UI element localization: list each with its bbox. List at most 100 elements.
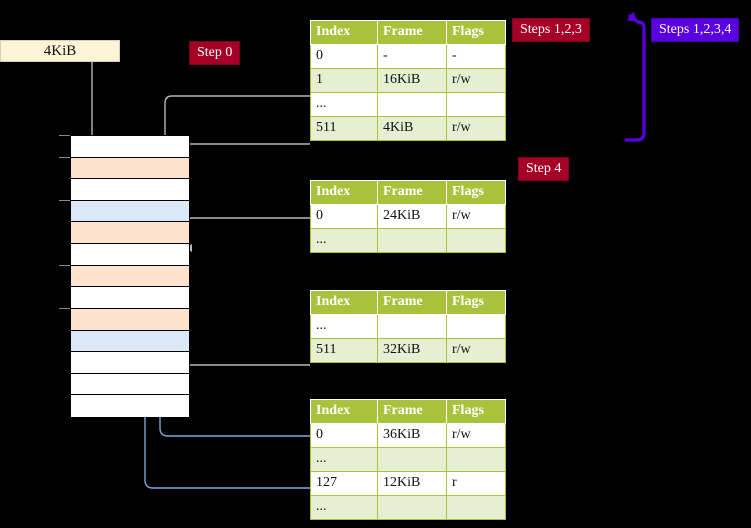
physical-memory-column xyxy=(70,135,190,417)
table-cell xyxy=(446,92,506,117)
column-header-flags: Flags xyxy=(446,180,506,205)
memory-row-tick xyxy=(59,307,70,309)
table-cell: 511 xyxy=(310,338,378,363)
table-cell: 511 xyxy=(310,116,378,141)
memory-frame-row xyxy=(71,395,189,417)
memory-frame-row xyxy=(71,244,189,266)
arrow-steps-bracket xyxy=(624,11,646,142)
memory-frame-row xyxy=(71,373,189,396)
badge-steps-1-2-3: Steps 1,2,3 xyxy=(512,18,590,42)
column-header-flags: Flags xyxy=(446,399,506,424)
table-row: ... xyxy=(310,447,506,472)
table-cell xyxy=(446,228,506,253)
table-cell: 1 xyxy=(310,68,378,93)
table-cell: ... xyxy=(310,495,378,520)
column-header-index: Index xyxy=(310,180,378,205)
memory-row-tick xyxy=(59,156,70,158)
column-header-frame: Frame xyxy=(377,399,447,424)
memory-row-tick xyxy=(59,135,70,136)
column-header-index: Index xyxy=(310,20,378,45)
table-cell: r/w xyxy=(446,68,506,93)
table-cell: r/w xyxy=(446,338,506,363)
table-cell: 127 xyxy=(310,471,378,496)
table-cell: r xyxy=(446,471,506,496)
table-row: ... xyxy=(310,495,506,520)
memory-frame-row xyxy=(71,287,189,309)
table-row: ... xyxy=(310,314,506,339)
table-cell xyxy=(377,447,447,472)
table-cell xyxy=(377,495,447,520)
memory-frame-row xyxy=(71,352,189,374)
memory-frame-row xyxy=(71,308,189,331)
page-size-label: 4KiB xyxy=(43,43,77,59)
line-pt1-4kib-to-memory xyxy=(178,143,310,152)
memory-frame-row xyxy=(71,330,189,353)
table-cell xyxy=(446,314,506,339)
table-cell xyxy=(377,92,447,117)
column-header-flags: Flags xyxy=(446,290,506,315)
badge-steps-1-2-3-4: Steps 1,2,3,4 xyxy=(651,18,740,42)
column-header-index: Index xyxy=(310,290,378,315)
table-cell xyxy=(377,314,447,339)
memory-frame-row xyxy=(71,222,189,245)
column-header-frame: Frame xyxy=(377,20,447,45)
table-cell: - xyxy=(446,44,506,69)
memory-row-tick xyxy=(59,199,70,201)
column-header-frame: Frame xyxy=(377,180,447,205)
table-cell: 24KiB xyxy=(377,204,447,229)
table-cell: 12KiB xyxy=(377,471,447,496)
table-cell: 16KiB xyxy=(377,68,447,93)
memory-row-tick xyxy=(59,264,70,266)
arrow-pt3-32kib-to-memory xyxy=(172,312,310,366)
table-row: 0-- xyxy=(310,44,506,69)
table-cell: ... xyxy=(310,314,378,339)
arrow-pt2-24kib-to-memory xyxy=(184,217,310,252)
table-cell: 32KiB xyxy=(377,338,447,363)
table-cell xyxy=(446,447,506,472)
badge-step-0: Step 0 xyxy=(189,41,241,65)
page-size-box: 4KiB xyxy=(0,40,120,62)
table-cell xyxy=(377,228,447,253)
table-cell: r/w xyxy=(446,116,506,141)
memory-frame-row xyxy=(71,200,189,223)
memory-frame-row xyxy=(71,179,189,201)
memory-frame-row xyxy=(71,265,189,288)
column-header-frame: Frame xyxy=(377,290,447,315)
arrow-pt1-16kib-to-memory xyxy=(164,95,310,150)
table-row: ... xyxy=(310,228,506,253)
table-cell: r/w xyxy=(446,423,506,448)
memory-frame-row xyxy=(71,136,189,158)
table-cell: ... xyxy=(310,92,378,117)
column-header-flags: Flags xyxy=(446,20,506,45)
table-cell: 0 xyxy=(310,423,378,448)
badge-step-4: Step 4 xyxy=(518,157,570,181)
table-cell xyxy=(446,495,506,520)
arrow-pt4-36kib-to-memory xyxy=(153,334,310,437)
table-cell: - xyxy=(377,44,447,69)
table-cell: 0 xyxy=(310,44,378,69)
table-cell: ... xyxy=(310,228,378,253)
table-cell: 36KiB xyxy=(377,423,447,448)
arrow-pt4-12kib-to-memory xyxy=(138,209,310,489)
table-cell: 4KiB xyxy=(377,116,447,141)
table-cell: 0 xyxy=(310,204,378,229)
memory-frame-row xyxy=(71,157,189,180)
table-row: ... xyxy=(310,92,506,117)
table-cell: ... xyxy=(310,447,378,472)
table-cell: r/w xyxy=(446,204,506,229)
